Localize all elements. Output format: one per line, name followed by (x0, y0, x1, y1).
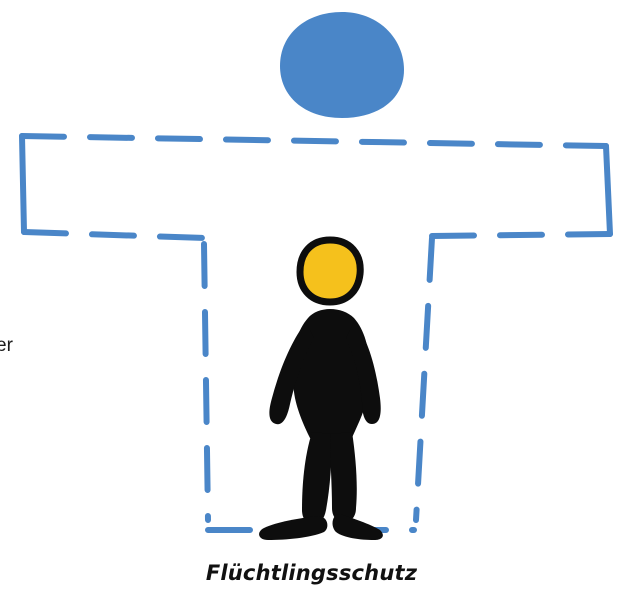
figure-head (296, 236, 364, 306)
figure-right-foot (332, 514, 383, 540)
blue-circle-icon (280, 12, 404, 118)
cropped-side-text: er (0, 335, 13, 356)
figure-left-foot (259, 516, 328, 540)
caption-title: Flüchtlingsschutz (205, 561, 418, 585)
figure-right-leg (330, 432, 357, 522)
person-figure-icon (259, 236, 383, 540)
figure-left-leg (302, 432, 332, 524)
figure-right-arm (346, 322, 381, 424)
dashed-t-outline (19, 133, 613, 533)
figure-left-arm (269, 322, 314, 425)
